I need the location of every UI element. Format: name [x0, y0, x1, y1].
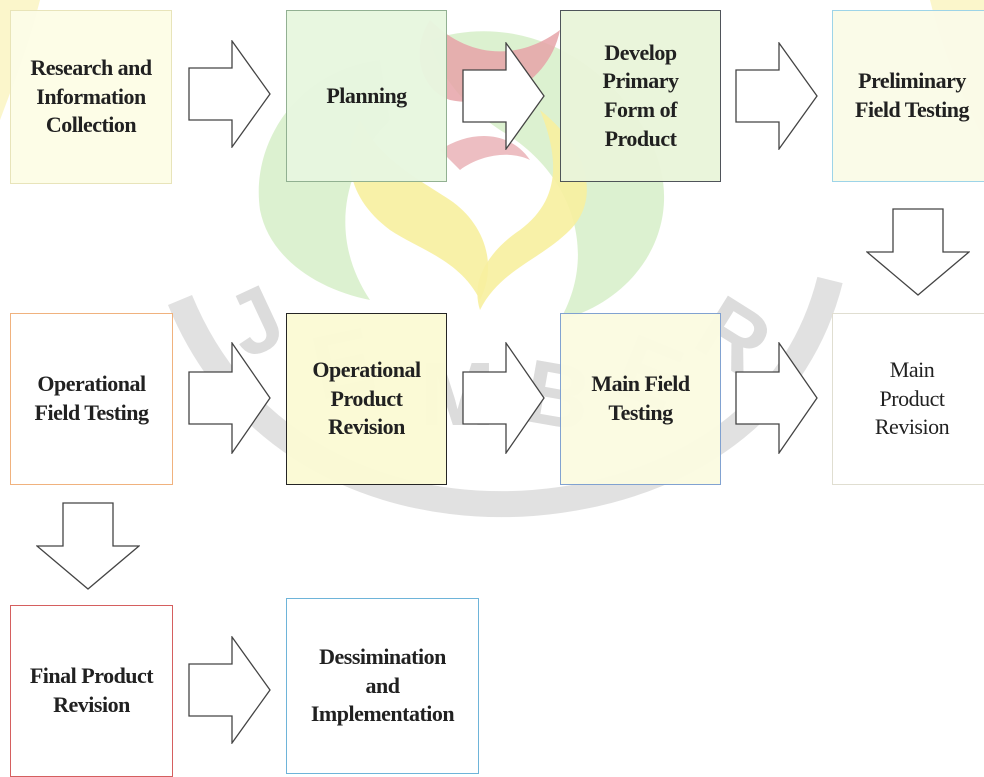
arrow-right-7	[188, 636, 271, 744]
step-final-revision-label: Final Product Revision	[29, 663, 154, 717]
step-operational-revision-label: Operational Product Revision	[312, 357, 421, 440]
arrow-right-4	[188, 342, 271, 454]
step-preliminary-testing-label: Preliminary Field Testing	[855, 68, 969, 122]
step-dissemination: Dessimination and Implementation	[286, 598, 479, 774]
step-dissemination-label: Dessimination and Implementation	[310, 644, 455, 727]
step-planning-label: Planning	[326, 82, 407, 108]
step-develop: Develop Primary Form of Product	[560, 10, 721, 182]
arrow-down-2	[36, 502, 140, 590]
arrow-right-6	[735, 342, 818, 454]
arrow-right-3	[735, 42, 818, 150]
step-main-revision: Main Product Revision	[832, 313, 984, 485]
arrow-right-2	[462, 42, 545, 150]
step-preliminary-testing: Preliminary Field Testing	[832, 10, 984, 182]
step-develop-label: Develop Primary Form of Product	[602, 39, 679, 151]
step-operational-testing-label: Operational Field Testing	[34, 371, 149, 425]
step-operational-revision: Operational Product Revision	[286, 313, 447, 485]
step-main-field-testing: Main Field Testing	[560, 313, 721, 485]
step-research-label: Research and Information Collection	[30, 55, 152, 138]
step-planning: Planning	[286, 10, 447, 182]
step-final-revision: Final Product Revision	[10, 605, 173, 777]
step-operational-testing: Operational Field Testing	[10, 313, 173, 485]
step-main-field-testing-label: Main Field Testing	[591, 371, 690, 425]
step-main-revision-label: Main Product Revision	[874, 357, 950, 440]
step-research: Research and Information Collection	[10, 10, 172, 184]
arrow-down-1	[866, 208, 970, 296]
arrow-right-5	[462, 342, 545, 454]
arrow-right-1	[188, 40, 271, 148]
